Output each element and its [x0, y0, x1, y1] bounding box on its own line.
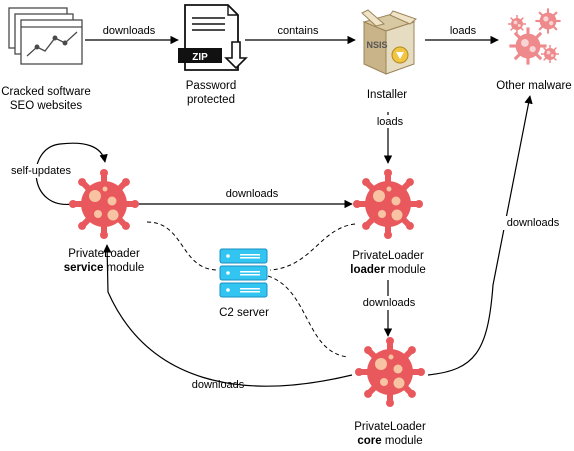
- cracked-sites-label-line1: Cracked software: [1, 86, 90, 98]
- node-zip: ZIP Password protected: [178, 4, 248, 106]
- c2-link-core: [267, 275, 349, 358]
- zip-label-line1: Password: [186, 80, 237, 92]
- c2-connections: [146, 221, 356, 358]
- node-loader-module: PrivateLoader loader module: [350, 169, 426, 276]
- browser-chart-icon: [8, 7, 83, 65]
- loader-module-label-line1: PrivateLoader: [352, 250, 424, 262]
- zip-label-line2: protected: [187, 94, 235, 106]
- service-module-bold: service: [64, 262, 104, 274]
- service-module-label-line2: service module: [64, 262, 145, 274]
- node-c2-server: C2 server: [219, 248, 269, 319]
- other-malware-label: Other malware: [496, 80, 571, 92]
- node-core-module: PrivateLoader core module: [354, 337, 426, 447]
- loader-module-rest: module: [385, 264, 426, 276]
- cracked-sites-label-line2: SEO websites: [10, 100, 82, 112]
- server-icon: [219, 248, 268, 298]
- installer-label: Installer: [367, 89, 407, 101]
- zip-badge: ZIP: [192, 52, 208, 63]
- service-module-rest: module: [103, 262, 144, 274]
- core-module-rest: module: [382, 435, 423, 447]
- loader-module-bold: loader: [350, 264, 385, 276]
- label-loader-to-core: downloads: [363, 297, 416, 309]
- loader-module-label-line2: loader module: [350, 264, 425, 276]
- edges: [35, 35, 533, 387]
- core-module-bold: core: [357, 435, 381, 447]
- virus-icon: [69, 169, 139, 239]
- node-cracked-sites: Cracked software SEO websites: [1, 7, 91, 112]
- server-details: [226, 254, 260, 293]
- virus-icon: [355, 337, 425, 407]
- node-other-malware: Other malware: [496, 8, 572, 92]
- label-zip-to-installer: contains: [278, 25, 319, 37]
- edge-service-self: [35, 142, 108, 205]
- c2-server-label: C2 server: [219, 307, 269, 319]
- core-module-label-line1: PrivateLoader: [354, 421, 426, 433]
- label-service-self: self-updates: [11, 165, 71, 177]
- label-core-to-service: downloads: [192, 379, 245, 391]
- installer-badge: NSIS: [366, 40, 387, 50]
- malware-cluster-icon: [508, 8, 561, 65]
- virus-icon: [353, 169, 423, 239]
- label-core-to-malware: downloads: [507, 217, 560, 229]
- edge-core-to-service: [102, 244, 353, 387]
- label-installer-to-malware: loads: [450, 25, 477, 37]
- node-service-module: PrivateLoader service module: [64, 169, 145, 274]
- node-installer: NSIS Installer: [361, 9, 417, 101]
- c2-link-service: [146, 221, 219, 271]
- c2-link-loader: [269, 223, 356, 271]
- service-module-label-line1: PrivateLoader: [68, 248, 140, 260]
- edge-labels: downloads contains loads loads self-upda…: [10, 23, 563, 391]
- nsis-installer-icon: [361, 9, 417, 75]
- label-service-to-loader: downloads: [226, 188, 279, 200]
- label-sites-to-zip: downloads: [103, 25, 156, 37]
- edge-core-to-malware: [427, 95, 533, 376]
- core-module-label-line2: core module: [357, 435, 422, 447]
- label-installer-to-loader: loads: [377, 116, 404, 128]
- zip-file-icon: [178, 4, 248, 71]
